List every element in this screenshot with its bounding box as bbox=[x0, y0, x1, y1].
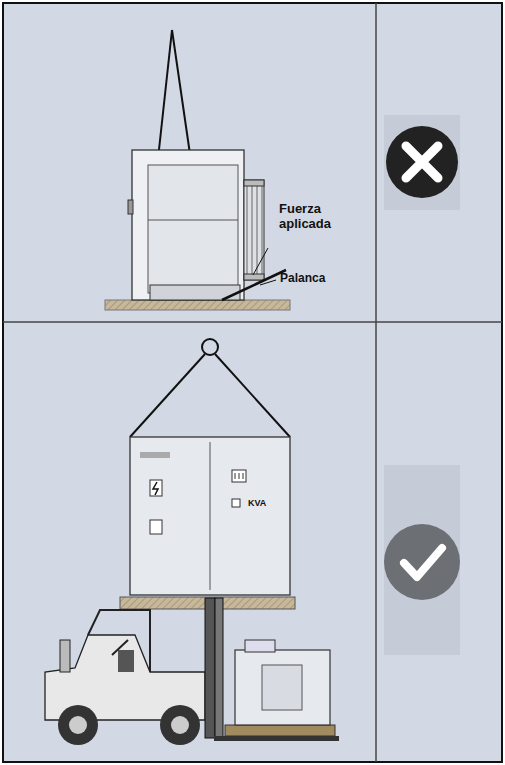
outer-frame bbox=[3, 3, 502, 762]
wrong-lift bbox=[105, 30, 290, 310]
force-label: Fuerza aplicada bbox=[279, 202, 371, 232]
wrong-icon bbox=[384, 115, 460, 210]
leader-line bbox=[260, 280, 276, 285]
row-divider bbox=[3, 321, 502, 323]
right-lift bbox=[120, 339, 295, 609]
forklift bbox=[45, 598, 339, 745]
column-divider bbox=[375, 3, 377, 762]
rating-label: KVA bbox=[248, 498, 266, 508]
right-icon bbox=[384, 465, 460, 655]
lever-label: Palanca bbox=[280, 272, 325, 286]
